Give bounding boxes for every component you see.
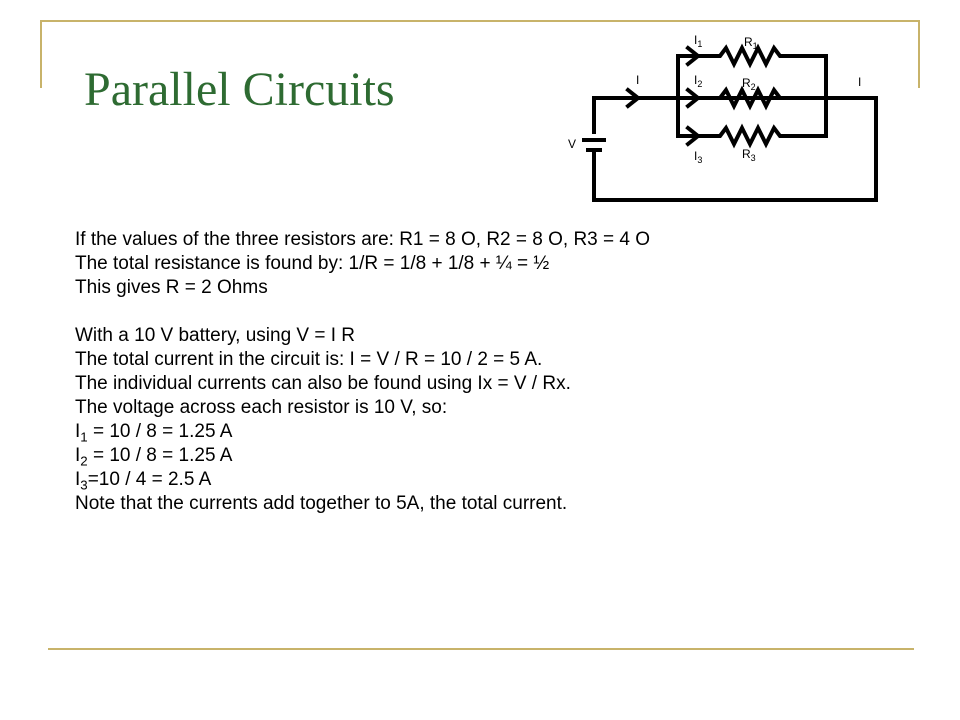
frame-right-line [918,20,920,88]
text-line-r-result: This gives R = 2 Ohms [75,277,268,298]
resistor-r2 [676,85,828,111]
arrow-main-current-icon [625,87,642,109]
label-r1: R1 [744,35,758,51]
text-line-i1: I1 = 10 / 8 = 1.25 A [75,421,233,445]
text-line-resistor-values: If the values of the three resistors are… [75,229,651,250]
label-v: V [568,137,576,151]
text-line-voltage: The voltage across each resistor is 10 V… [75,397,448,418]
text-line-i3: I3=10 / 4 = 2.5 A [75,469,212,493]
label-r3: R3 [742,147,756,163]
wire-outer-loop [592,96,878,202]
text-line-total-resistance: The total resistance is found by: 1/R = … [75,253,550,274]
resistor-r1 [676,43,828,69]
arrow-i1-icon [685,45,702,67]
arrow-i3-icon [685,125,702,147]
frame-bottom-line [48,648,914,650]
label-i-in: I [636,73,639,87]
text-spacer [75,300,650,324]
text-line-individual-currents: The individual currents can also be foun… [75,373,571,394]
label-i1: I1 [694,33,702,49]
label-i3: I3 [694,149,702,165]
text-line-i2: I2 = 10 / 8 = 1.25 A [75,445,233,469]
text-line-total-current: The total current in the circuit is: I =… [75,349,543,370]
arrow-i2-icon [685,87,702,109]
text-line-note: Note that the currents add together to 5… [75,493,568,514]
resistor-r3 [676,123,828,149]
explanation-text: If the values of the three resistors are… [75,228,650,516]
label-r2: R2 [742,76,756,92]
frame-left-line [40,20,42,88]
label-i-out: I [858,75,861,89]
parallel-circuit-diagram: I I V I1 R1 I2 R2 I3 R3 [568,33,878,202]
slide-title: Parallel Circuits [84,63,395,116]
text-line-battery: With a 10 V battery, using V = I R [75,325,356,346]
label-i2: I2 [694,73,702,89]
frame-top-line [40,20,920,22]
